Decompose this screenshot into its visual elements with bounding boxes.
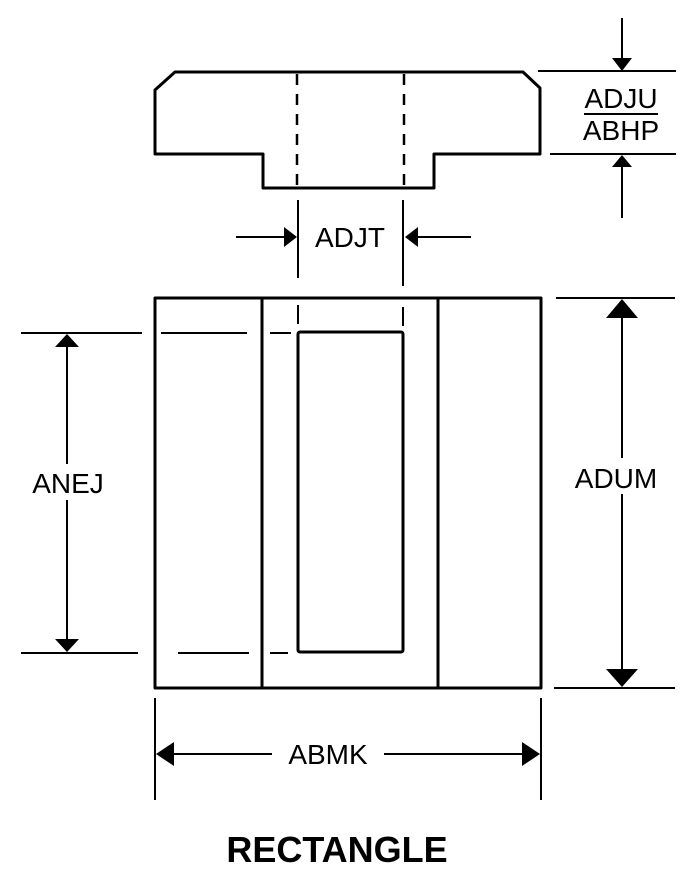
arrow-left-icon: [156, 742, 174, 766]
dimension-anej: ANEJ: [21, 332, 142, 654]
dimension-abmk: ABMK: [154, 698, 542, 800]
label-adum: ADUM: [575, 463, 657, 494]
drawing-title: RECTANGLE: [226, 829, 447, 870]
plan-view: [153, 296, 543, 690]
side-view: [153, 70, 542, 190]
arrow-up-icon: [55, 334, 79, 347]
label-adju: ADJU: [584, 83, 657, 114]
label-anej: ANEJ: [32, 468, 104, 499]
plan-view-outline: [153, 296, 543, 690]
dimension-adjt: ADJT: [236, 200, 471, 286]
arrow-down-icon: [55, 639, 79, 652]
arrow-down-icon: [606, 669, 638, 687]
label-adjt: ADJT: [315, 222, 385, 253]
dimension-adum: ADUM: [554, 297, 675, 689]
arrow-right-icon: [284, 227, 297, 247]
dimension-adju-abhp: ADJU ABHP: [538, 18, 676, 218]
label-abhp: ABHP: [583, 115, 659, 146]
side-view-outline: [153, 70, 542, 190]
arrow-down-icon: [612, 58, 632, 71]
slot-outline: [296, 330, 405, 654]
label-abmk: ABMK: [288, 739, 368, 770]
arrow-up-icon: [612, 155, 632, 167]
arrow-right-icon: [522, 742, 540, 766]
arrow-left-icon: [405, 227, 418, 247]
arrow-up-icon: [606, 299, 638, 318]
